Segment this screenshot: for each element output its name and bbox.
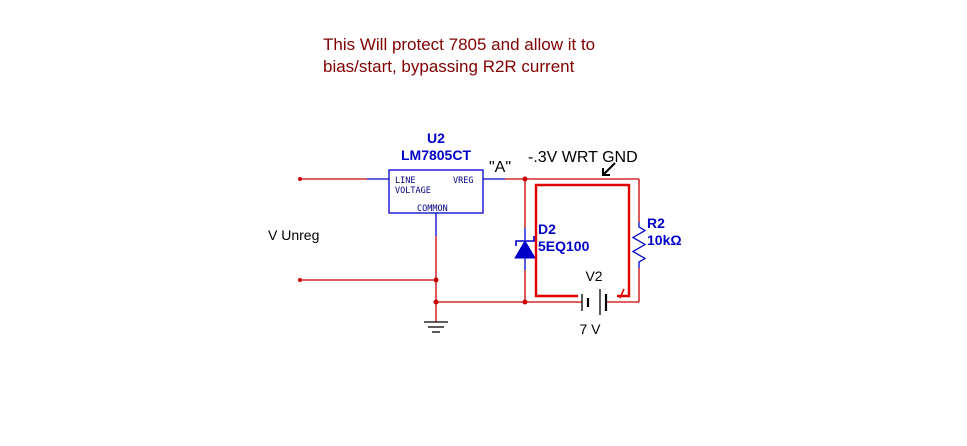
- arrow-icon: [602, 162, 616, 176]
- regulator-body: [388, 169, 484, 214]
- diode-part: 5EQ100: [538, 238, 590, 254]
- junction-input-common: [433, 277, 439, 283]
- regulator-pin-voltage: VOLTAGE: [395, 186, 431, 196]
- wrt-label: -.3V WRT GND: [528, 149, 638, 166]
- regulator-part: LM7805CT: [401, 147, 471, 163]
- input-top-terminal: [298, 177, 302, 181]
- regulator-ref: U2: [427, 130, 445, 146]
- regulator-u2: U2 LM7805CT LINE VOLTAGE VREG COMMON: [388, 130, 505, 236]
- battery-value: 7 V: [579, 321, 601, 337]
- diode-ref: D2: [538, 221, 556, 237]
- regulator-pin-line: LINE: [395, 176, 415, 186]
- node-a-label: "A": [489, 159, 511, 176]
- loop-arrow-icon: [619, 288, 625, 299]
- resistor-ref: R2: [647, 215, 665, 231]
- note-line-2: bias/start, bypassing R2R current: [323, 57, 575, 76]
- resistor-value: 10kΩ: [647, 232, 682, 248]
- resistor-icon: [631, 222, 647, 268]
- regulator-pin-vreg: VREG: [453, 176, 473, 186]
- note-line-1: This Will protect 7805 and allow it to: [323, 35, 595, 54]
- current-loop-highlight: [534, 183, 631, 298]
- zener-diode-icon: [514, 228, 536, 270]
- ground-icon: [424, 321, 448, 333]
- input-label: V Unreg: [268, 227, 319, 243]
- input-bottom-terminal: [298, 278, 302, 282]
- regulator-pin-common: COMMON: [417, 204, 448, 214]
- battery-icon: [581, 289, 608, 315]
- battery-ref: V2: [585, 268, 602, 284]
